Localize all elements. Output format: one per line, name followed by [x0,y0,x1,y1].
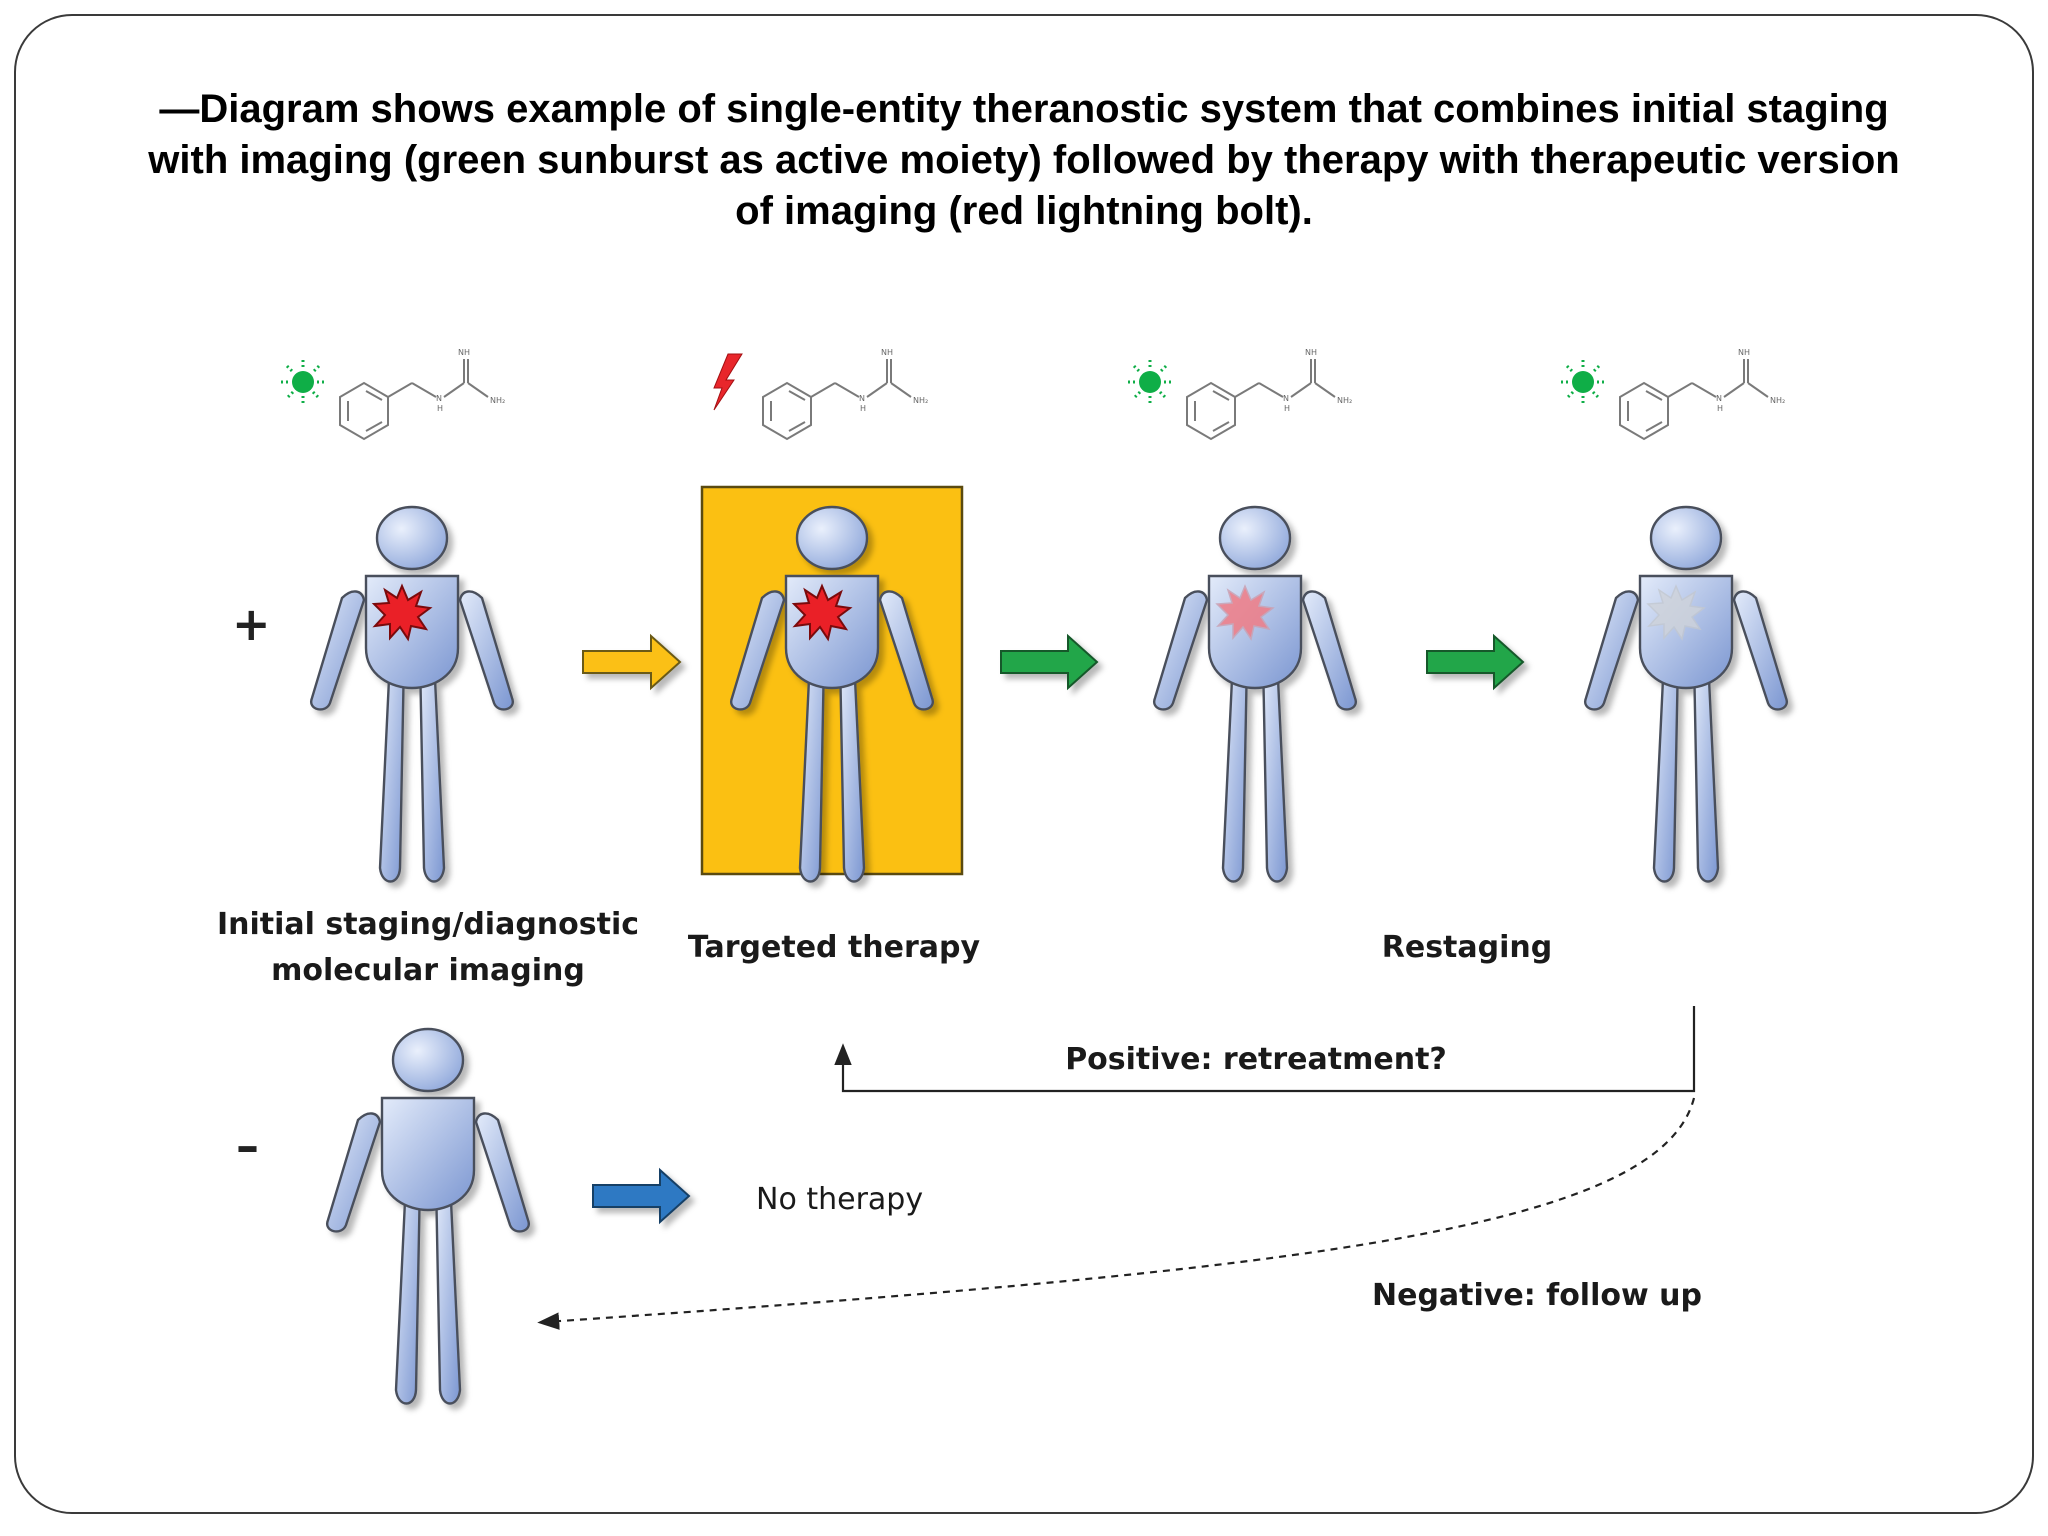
label-no-therapy: No therapy [756,1182,923,1217]
chem-nh2-label: NH₂ [1337,396,1352,405]
title-line-2: with imaging (green sunburst as active m… [148,138,1900,182]
retreatment-connector [834,1006,1696,1093]
chem-nh-label: NH [458,348,470,357]
green-sunburst-icon [1561,360,1605,404]
molecule-imaging-3: N H NH NH₂ [1619,348,1785,440]
chem-n-label: N [859,394,865,403]
arrow-icon [1000,633,1099,691]
follow-up-connector [537,1097,1696,1330]
red-lightning-icon [713,353,743,411]
green-sunburst-icon [1128,360,1172,404]
patient-figure-initial [311,507,513,882]
green-sunburst-icon [281,360,325,404]
arrow-icon [1426,633,1525,691]
positive-sign: + [232,597,271,651]
arrow-icon [582,633,682,691]
chem-h-label: H [437,404,443,413]
molecule-therapy: N H NH NH₂ [762,348,928,440]
molecule-imaging-2: N H NH NH₂ [1186,348,1352,440]
negative-sign: – [236,1119,259,1173]
label-targeted-therapy: Targeted therapy [688,930,981,965]
chem-n-label: N [436,394,442,403]
molecule-imaging-1: N H NH NH₂ [339,348,505,440]
chem-nh2-label: NH₂ [490,396,505,405]
chem-n-label: N [1716,394,1722,403]
arrow-icon [592,1167,691,1225]
chem-nh-label: NH [881,348,893,357]
patient-figure-restaging-negative [1585,507,1787,882]
label-positive-retreatment: Positive: retreatment? [1065,1042,1447,1077]
patient-figure-no-therapy [327,1029,529,1404]
chem-h-label: H [1284,404,1290,413]
label-negative-follow-up: Negative: follow up [1372,1278,1702,1313]
title-line-1: —Diagram shows example of single-entity … [159,87,1889,131]
label-initial-staging-line2: molecular imaging [271,953,585,988]
title-line-3: of imaging (red lightning bolt). [735,189,1313,233]
patient-figure-restaging-positive [1154,507,1356,882]
chem-h-label: H [860,404,866,413]
label-initial-staging-line1: Initial staging/diagnostic [217,907,639,942]
chem-n-label: N [1283,394,1289,403]
slide-title: —Diagram shows example of single-entity … [70,84,1978,237]
label-restaging: Restaging [1382,930,1552,965]
chem-nh-label: NH [1305,348,1317,357]
chem-nh2-label: NH₂ [913,396,928,405]
chem-h-label: H [1717,404,1723,413]
chem-nh2-label: NH₂ [1770,396,1785,405]
chem-nh-label: NH [1738,348,1750,357]
